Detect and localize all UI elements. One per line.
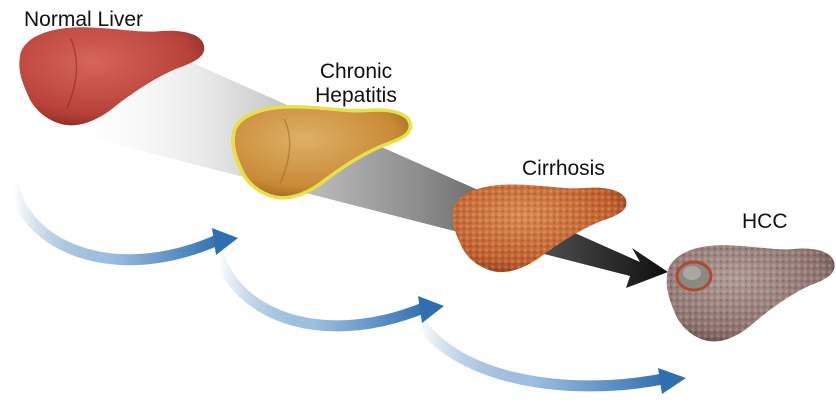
curved-arrow-icon [14,188,238,260]
tumor-nodule-icon [677,262,711,290]
stage-label-hcc: HCC [742,210,788,234]
hcc-liver-icon [667,245,835,341]
curved-arrow-icon [418,318,686,394]
curved-arrow-icon [218,254,444,326]
stage-label-cirrhosis: Cirrhosis [522,157,605,181]
stage-label-normal-liver: Normal Liver [24,8,143,32]
